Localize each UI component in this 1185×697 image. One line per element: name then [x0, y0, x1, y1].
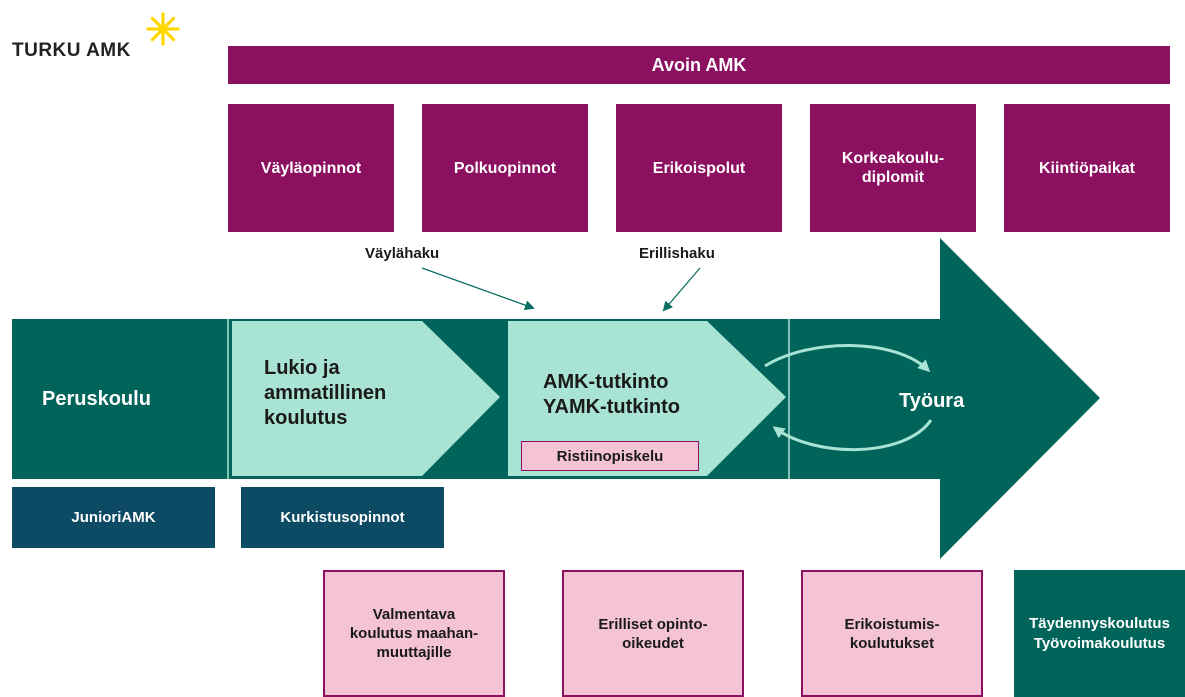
stage-amk-yamk: AMK-tutkinto YAMK-tutkinto: [543, 371, 681, 418]
bottom-box-taydennyskoulutus: Täydennyskoulutus Työvoimakoulutus: [1014, 570, 1185, 697]
bottom-box-label: Erilliset opinto- oikeudet: [598, 615, 708, 652]
ristiinopiskelu-label: Ristiinopiskelu: [556, 447, 664, 465]
avoin-amk-label: Avoin AMK: [651, 54, 747, 75]
erillishaku-arrow: [662, 267, 701, 312]
kurkistusopinnot-box: Kurkistusopinnot: [241, 487, 444, 548]
cycle-arrow-top: [764, 344, 931, 373]
avoin-amk-banner: Avoin AMK: [228, 46, 1170, 84]
bottom-box-valmentava: Valmentava koulutus maahan- muuttajille: [323, 570, 505, 697]
top-box-label: Kiintiöpaikat: [1038, 159, 1135, 177]
top-box-korkeakoulu-diplomit: Korkeakoulu- diplomit: [810, 104, 976, 232]
top-box-label: Korkeakoulu- diplomit: [841, 150, 945, 186]
stage-peruskoulu: Peruskoulu: [42, 388, 151, 410]
junioriamk-box: JunioriAMK: [12, 487, 215, 548]
bottom-box-erikoistumiskoulutukset: Erikoistumis- koulutukset: [801, 570, 983, 697]
bottom-box-label: Erikoistumis- koulutukset: [844, 615, 940, 652]
kurkistusopinnot-label: Kurkistusopinnot: [280, 509, 405, 526]
stage-tyoura: Työura: [899, 390, 965, 412]
top-box-kiintiopaikat: Kiintiöpaikat: [1004, 104, 1170, 232]
ristiinopiskelu-box: Ristiinopiskelu: [521, 441, 699, 471]
top-box-polkuopinnot: Polkuopinnot: [422, 104, 588, 232]
route-label-erillishaku: Erillishaku: [639, 245, 715, 262]
logo: TURKU AMK: [12, 12, 182, 64]
lukio-chevron: [232, 321, 500, 476]
junioriamk-label: JunioriAMK: [71, 509, 156, 526]
bottom-box-label: Valmentava koulutus maahan- muuttajille: [349, 606, 479, 661]
route-label-vaylahaku: Väylähaku: [365, 245, 440, 262]
cycle-arrow-bottom: [772, 419, 933, 451]
top-box-label: Polkuopinnot: [453, 159, 557, 177]
star-icon: [146, 12, 180, 46]
top-box-erikoispolut: Erikoispolut: [616, 104, 782, 232]
bottom-box-label: Täydennyskoulutus Työvoimakoulutus: [1029, 614, 1170, 652]
top-box-label: Erikoispolut: [652, 159, 746, 177]
bottom-box-erilliset-opinto-oikeudet: Erilliset opinto- oikeudet: [562, 570, 744, 697]
top-box-vaylaopinnot: Väyläopinnot: [228, 104, 394, 232]
vaylahaku-arrow: [421, 267, 535, 310]
top-box-label: Väyläopinnot: [260, 159, 362, 177]
stage-lukio-ammatillinen: Lukio ja ammatillinen koulutus: [264, 357, 387, 429]
amk-chevron: [508, 321, 786, 476]
logo-text: TURKU AMK: [12, 40, 131, 61]
